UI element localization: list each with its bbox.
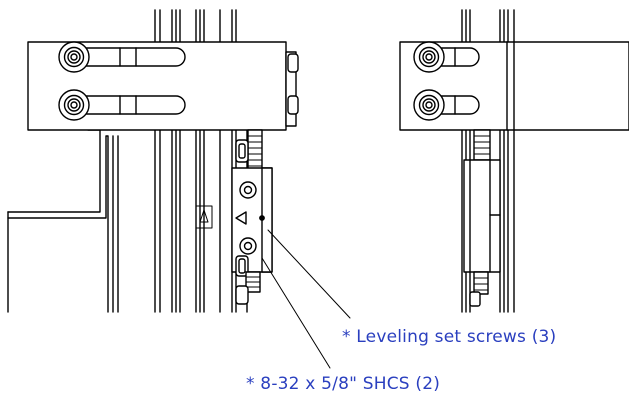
- leader-line-shcs: [261, 257, 331, 369]
- right-assembly-view: [399, 9, 629, 313]
- right-slot-top: [413, 41, 480, 73]
- right-slot-bottom: [413, 89, 480, 121]
- left-assembly-view: [7, 9, 351, 369]
- callout-leveling-set-screws: * Leveling set screws (3): [342, 327, 557, 347]
- leader-line-leveling: [267, 229, 351, 319]
- callout-shcs: * 8-32 x 5/8" SHCS (2): [246, 374, 441, 394]
- left-slot-top: [58, 41, 186, 73]
- left-frame-outline: [7, 129, 119, 313]
- left-carriage-block: [231, 129, 273, 305]
- right-carriage-block: [463, 129, 501, 307]
- left-slot-bottom: [58, 89, 186, 121]
